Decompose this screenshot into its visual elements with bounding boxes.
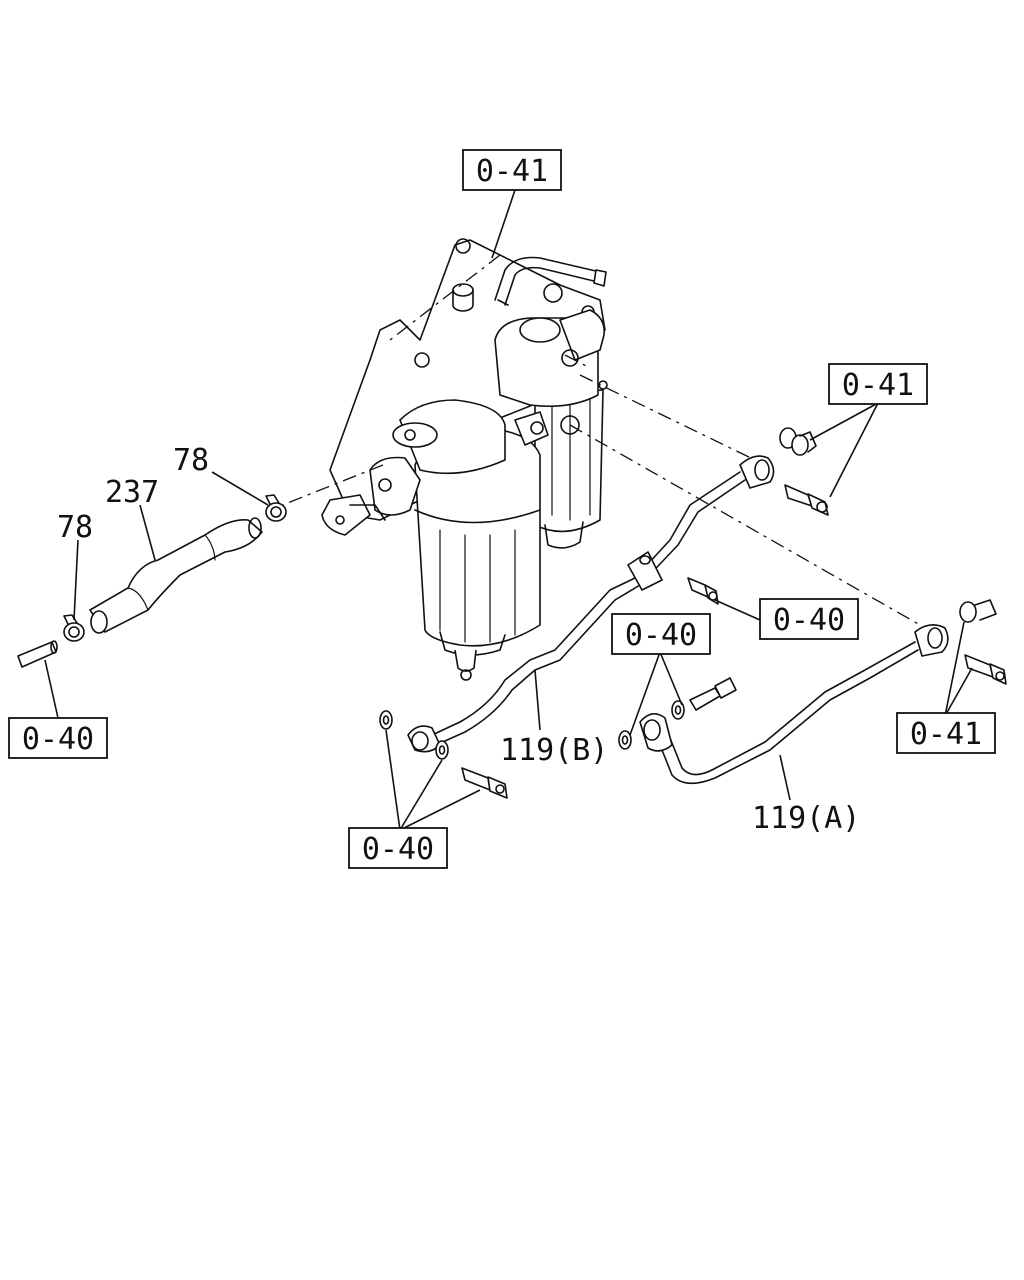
- left-nipple: [17, 640, 58, 668]
- svg-text:0-41: 0-41: [842, 368, 914, 403]
- ref-box-bottom: 0-40: [348, 827, 448, 869]
- clamp-lower: [63, 614, 85, 642]
- hardware: [379, 427, 1007, 799]
- ref-box-right-upper: 0-41: [828, 363, 928, 405]
- svg-text:0-40: 0-40: [22, 722, 94, 757]
- ref-box-right-lower: 0-41: [896, 712, 996, 754]
- pipe-b: [407, 455, 775, 753]
- center-lines: [269, 254, 921, 626]
- pipe-a: [639, 624, 949, 785]
- clamp-upper: [265, 494, 287, 522]
- label-clamp-upper: 78: [173, 443, 209, 478]
- label-pipe-a: 119(A): [752, 801, 860, 836]
- svg-text:0-40: 0-40: [625, 618, 697, 653]
- svg-text:0-40: 0-40: [773, 603, 845, 638]
- ref-box-top: 0-41: [462, 149, 562, 191]
- label-clamp-lower: 78: [57, 510, 93, 545]
- svg-text:0-40: 0-40: [362, 832, 434, 867]
- label-pipe-b: 119(B): [500, 733, 608, 768]
- fuel-filter-assembly: [321, 238, 608, 681]
- svg-text:0-41: 0-41: [910, 717, 982, 752]
- leader-lines: [44, 189, 973, 831]
- ref-box-left: 0-40: [8, 717, 108, 759]
- svg-text:0-41: 0-41: [476, 154, 548, 189]
- label-hose: 237: [105, 475, 159, 510]
- ref-box-mid-bolt: 0-40: [759, 598, 859, 640]
- hose: [89, 517, 263, 634]
- ref-box-center: 0-40: [611, 613, 711, 655]
